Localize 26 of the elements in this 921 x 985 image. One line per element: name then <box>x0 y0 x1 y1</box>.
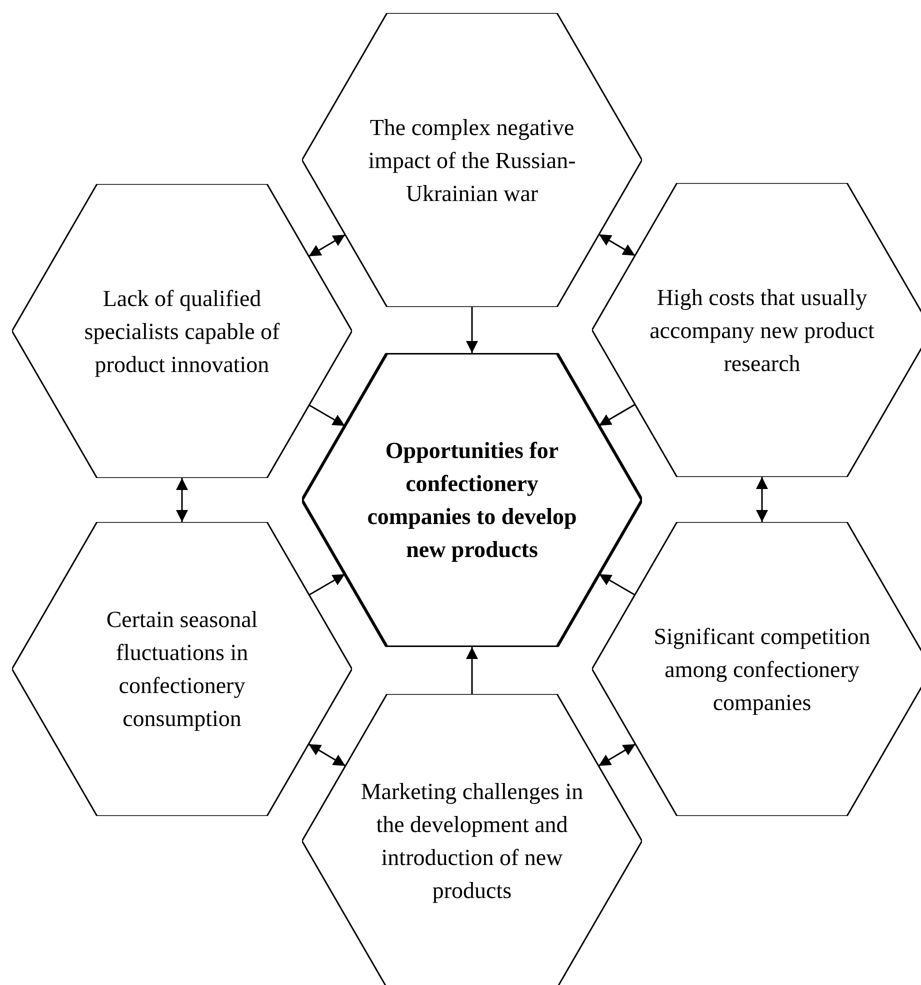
hexagon-label: Opportunities for confectionery companies to develop new products <box>366 437 578 564</box>
hexagon-label: Marketing challenges in the development and introduction of new products <box>360 778 584 905</box>
arrow <box>308 743 346 767</box>
arrow <box>598 743 636 767</box>
hexagon <box>12 522 352 816</box>
arrow <box>466 307 478 353</box>
arrow <box>466 647 478 694</box>
hexagon <box>592 522 921 816</box>
arrow <box>176 478 188 522</box>
arrow <box>756 477 768 522</box>
hexagon-label: Certain seasonal fluctuations in confectionery consumption <box>105 606 259 733</box>
hexagon-label: High costs that usually accompany new product research <box>648 284 876 378</box>
arrow <box>598 404 636 426</box>
arrow <box>598 573 636 596</box>
hexagon <box>302 13 642 307</box>
hexagon <box>302 694 642 985</box>
hexagon <box>592 183 921 477</box>
arrow <box>598 234 636 256</box>
arrow <box>308 404 346 427</box>
arrow <box>308 234 346 257</box>
hexagon-label: Significant competition among confectionery companies <box>652 622 872 717</box>
hexagon <box>302 353 642 647</box>
hexagon <box>12 184 352 478</box>
arrow <box>308 573 346 596</box>
hexagon-label: Lack of qualified specialists capable of product innovation <box>83 284 281 379</box>
hexagon-label: The complex negative impact of the Russian-Ukrainian war <box>367 114 577 208</box>
